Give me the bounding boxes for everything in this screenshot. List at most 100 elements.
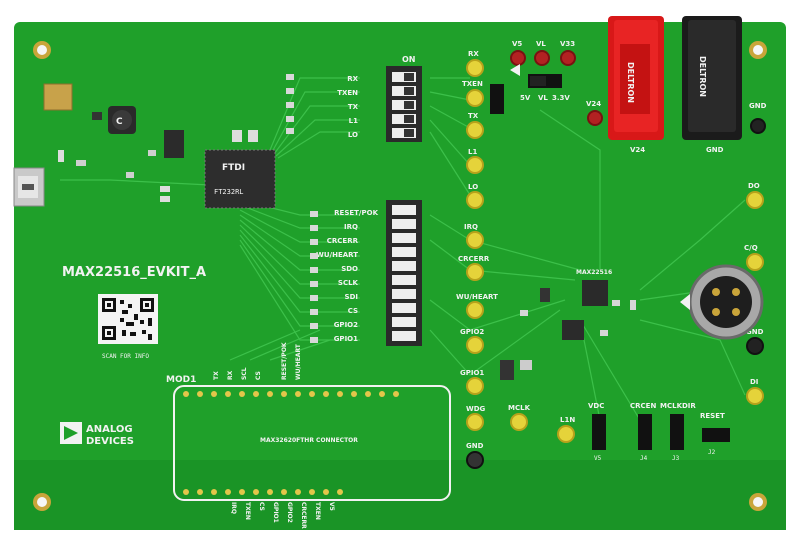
svg-text:TX: TX [213,371,220,380]
tp-label: GPIO2 [460,328,484,336]
svg-text:TXEN: TXEN [244,502,251,520]
tp-label: LO [468,183,478,191]
top-switch-label: TX [348,103,359,111]
txen-jumper[interactable] [490,84,504,114]
svg-text:RESET: RESET [700,412,725,420]
usb-connector[interactable] [13,167,45,207]
mid-switch-label: CRCERR [327,237,359,245]
svg-text:CRCEN: CRCEN [630,402,656,410]
svg-text:L1N: L1N [560,416,575,424]
banana-label-v24: V24 [630,146,645,154]
svg-text:DELTRON: DELTRON [698,56,707,97]
board-name: MAX22516_EVKIT_A [62,265,206,280]
tp-label: GND [746,328,764,336]
tp-label: GND [466,442,484,450]
svg-text:IRQ: IRQ [230,502,237,514]
svg-text:FT232RL: FT232RL [214,188,244,196]
gnd-test-point [750,118,766,134]
tp-label: TX [468,112,479,120]
bottom-jumper-labels: VDC CRCEN MCLKDIR RESET V5 J4 J3 J2 [588,402,725,462]
mid-switch-label: CS [348,307,358,315]
svg-text:WU/HEART: WU/HEART [295,343,302,380]
mid-switch-label: RESET/POK [334,209,378,217]
tp-label: C/Q [744,244,758,252]
test-points-column [466,59,484,469]
tp-label: IRQ [464,223,478,231]
tp-label: WDG [466,405,486,413]
feather-connector: MAX32620FTHR CONNECTOR [173,385,451,501]
mid-switch-label: GPIO2 [334,321,358,329]
jumper-label: 3.3V [552,94,570,102]
svg-text:MCLK: MCLK [508,404,531,412]
vl-select-jumper[interactable]: 5V VL 3.3V [520,74,570,102]
svg-text:MCLKDIR: MCLKDIR [660,402,696,410]
pcb-bottom-band [14,460,786,530]
tp-label: TXEN [462,80,483,88]
supply-test-points: V5 VL V33 V24 [510,40,603,126]
top-switch-label: L1 [349,117,358,125]
qr-code: SCAN FOR INFO [98,294,158,360]
test-point-labels: RX TXEN TX L1 LO IRQ CRCERR WU/HEART GPI… [456,50,498,450]
svg-text:GND: GND [749,102,767,110]
tp-label: DO [748,182,760,190]
svg-text:MAX32620FTHR CONNECTOR: MAX32620FTHR CONNECTOR [260,437,358,444]
mid-switch-label: IRQ [344,223,358,231]
bottom-jumpers[interactable] [592,414,730,450]
svg-text:V5: V5 [594,455,602,462]
arrow-icon [510,64,520,76]
tp-label: GPIO1 [460,369,484,377]
m12-connector[interactable] [688,264,764,340]
analog-devices-logo: ANALOG DEVICES [60,422,134,447]
svg-text:DELTRON: DELTRON [626,62,635,103]
svg-text:TXEN: TXEN [314,502,321,520]
power-inductor [562,320,584,340]
top-switch-label: TXEN [337,89,358,97]
l1n-test-point [557,425,575,443]
svg-text:J4: J4 [640,455,648,462]
svg-text:GPIO2: GPIO2 [286,502,293,523]
banana-jack-red[interactable]: DELTRON [608,16,664,140]
mod1-label: MOD1 [166,375,196,385]
dip-switch-top[interactable] [386,66,422,142]
banana-jack-black[interactable]: DELTRON [682,16,742,140]
svg-text:J3: J3 [672,455,680,462]
top-switch-label: LO [348,131,358,139]
mclk-test-point [510,413,528,431]
header-labels-bottom: IRQ TXEN CS GPIO1 GPIO2 CRCERR TXEN V5 [230,502,335,529]
svg-text:SCAN FOR INFO: SCAN FOR INFO [102,353,149,360]
tp-label: V5 [512,40,522,48]
mid-switch-labels: RESET/POK IRQ CRCERR WU/HEART SDO SCLK S… [316,209,378,343]
ftdi-chip: FTDI FT232RL [204,149,276,209]
svg-text:FTDI: FTDI [222,163,245,173]
svg-text:CS: CS [258,502,265,511]
tp-label: V33 [560,40,575,48]
svg-text:RX: RX [227,370,234,380]
arrow-icon [680,294,690,310]
svg-text:J2: J2 [708,449,716,456]
mid-switch-label: SDI [345,293,358,301]
regulator-ic [164,130,184,158]
tp-label: CRCERR [458,255,490,263]
dip-switch-middle[interactable] [386,200,422,346]
tantalum-capacitor [43,83,73,111]
svg-text:CRCERR: CRCERR [300,502,307,529]
svg-text:ANALOG: ANALOG [86,424,133,435]
mid-switch-label: GPIO1 [334,335,358,343]
max22516-ic: MAX22516 [576,269,612,306]
svg-text:DEVICES: DEVICES [86,436,134,447]
mid-switch-label: WU/HEART [316,251,358,259]
switch-on-label: ON [402,55,416,64]
jumper-label: 5V [520,94,531,102]
banana-label-gnd: GND [706,146,724,154]
mid-switch-label: SDO [341,265,358,273]
tp-label: V24 [586,100,601,108]
svg-text:SCL: SCL [241,367,248,380]
tp-label: L1 [468,148,477,156]
tp-label: WU/HEART [456,293,498,301]
svg-text:MAX22516: MAX22516 [576,269,612,276]
tp-label: RX [468,50,479,58]
traces [60,77,746,421]
svg-text:RESET/POK: RESET/POK [281,342,288,380]
mid-switch-label: SCLK [338,279,359,287]
svg-text:VDC: VDC [588,402,604,410]
